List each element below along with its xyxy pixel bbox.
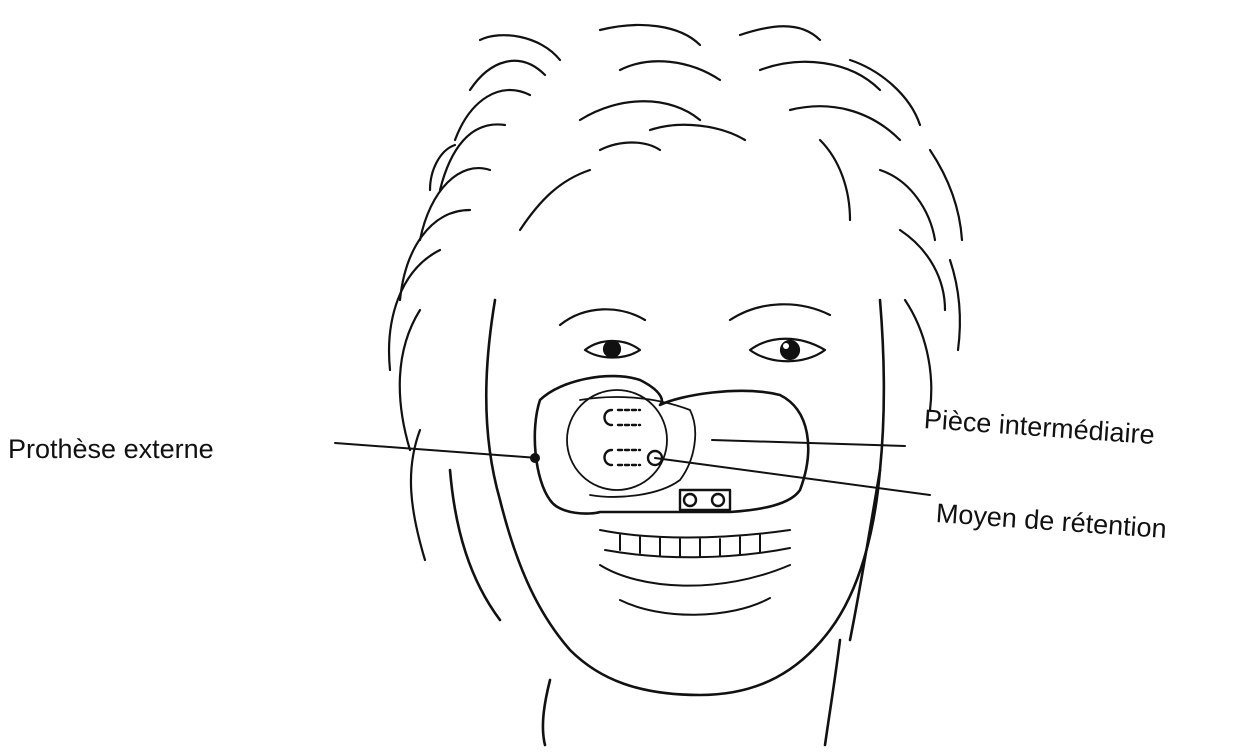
mouth xyxy=(600,530,790,615)
leader-prothese-externe xyxy=(335,443,538,458)
label-prothese-externe: Prothèse externe xyxy=(8,436,214,463)
face-outline xyxy=(450,300,884,745)
hair-strokes xyxy=(389,25,962,560)
intermediate-piece xyxy=(567,390,695,497)
external-prosthesis-outline xyxy=(535,376,808,513)
eyes xyxy=(560,304,830,361)
